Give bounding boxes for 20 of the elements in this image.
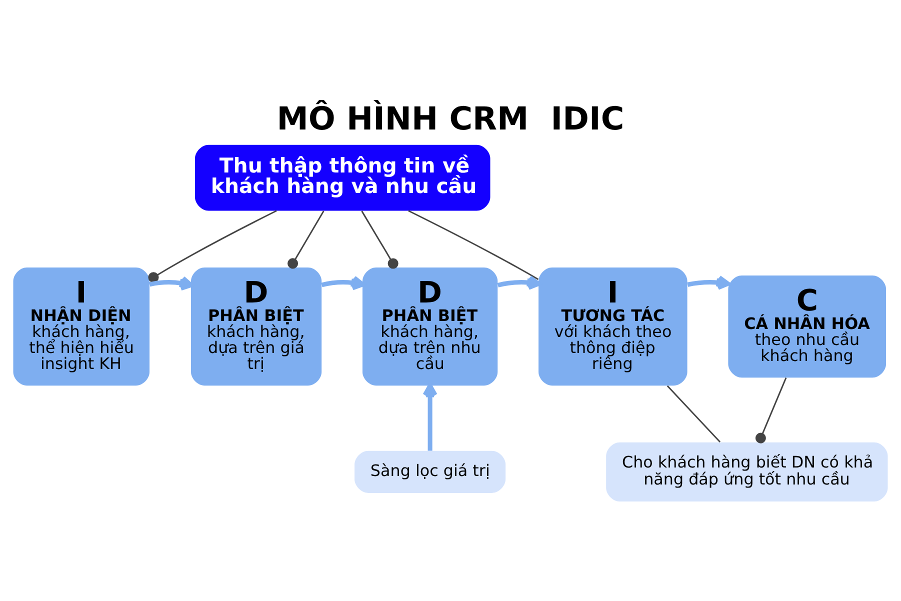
connector	[288, 210, 324, 268]
arrow	[687, 274, 730, 290]
connector	[408, 210, 539, 280]
arrow	[422, 383, 438, 450]
connector	[361, 210, 398, 268]
node-box: D PHÂN BIỆT khách hàng, dựa trên giá trị	[190, 267, 322, 386]
connector	[666, 384, 721, 442]
node-box: Cho khách hàng biết DN có khả năng đáp ứng tốt nhu cầu	[606, 442, 888, 501]
connector	[148, 210, 277, 282]
node-box: Thu thập thông tin về khách hàng và nhu cầu	[194, 144, 490, 210]
node-box: C CÁ NHÂN HÓA theo nhu cầu khách hàng	[728, 274, 886, 378]
arrow	[497, 274, 541, 290]
node-box: D PHÂN BIỆT khách hàng, dựa trên nhu cầu	[362, 267, 498, 386]
arrow	[149, 276, 194, 290]
connector	[755, 376, 787, 443]
node-box: I NHẬN DIỆN khách hàng, thể hiện hiểu insight KH	[13, 267, 150, 386]
node-box: I TƯƠNG TÁC với khách theo thông điệp riêng	[538, 267, 688, 386]
node-box: Sàng lọc giá trị	[354, 450, 506, 492]
arrow	[321, 275, 365, 290]
diagram-title: MÔ HÌNH CRM IDIC	[276, 100, 624, 137]
